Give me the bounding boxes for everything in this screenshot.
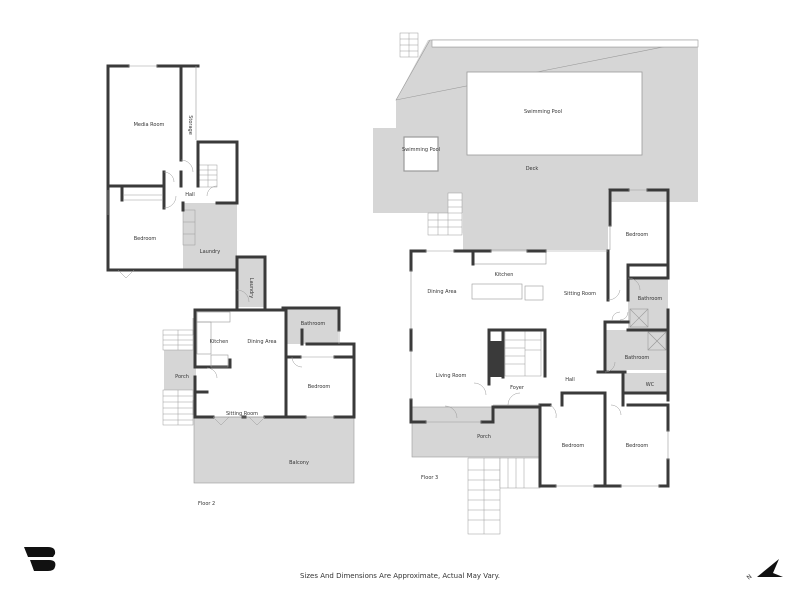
floor2-walls bbox=[106, 64, 356, 419]
laundry-upper-fill bbox=[183, 203, 237, 270]
central-stairs bbox=[504, 329, 542, 377]
laundry-lower-fill bbox=[237, 257, 265, 307]
label-bedroom-f2-lower: Bedroom bbox=[308, 384, 331, 390]
label-hall-f2: Hall bbox=[185, 192, 195, 198]
label-bedroom-ne: Bedroom bbox=[626, 232, 649, 238]
floor3-plan: Swimming Pool Swimming Pool Deck Bedroom… bbox=[373, 32, 699, 535]
hall-stairs bbox=[182, 164, 218, 246]
label-bathroom-1: Bathroom bbox=[638, 296, 663, 302]
label-kitchen-f2: Kitchen bbox=[210, 339, 229, 345]
label-swimming-pool-main: Swimming Pool bbox=[524, 109, 562, 115]
floor2-windows bbox=[107, 65, 340, 418]
porch-stairs-f3 bbox=[467, 457, 541, 535]
label-laundry-lower: Laundry bbox=[248, 278, 254, 298]
label-storage: Storage bbox=[187, 115, 193, 135]
swimming-pool-main bbox=[466, 71, 643, 156]
label-dining-area-f2: Dining Area bbox=[247, 339, 276, 345]
floor2-doors bbox=[117, 159, 303, 426]
label-swimming-pool-small: Swimming Pool bbox=[402, 147, 440, 153]
label-deck: Deck bbox=[526, 166, 539, 172]
porch-fill bbox=[164, 350, 196, 390]
label-dining-area-f3: Dining Area bbox=[427, 289, 456, 295]
label-kitchen-f3: Kitchen bbox=[495, 272, 514, 278]
label-bedroom-sw: Bedroom bbox=[562, 443, 585, 449]
floor2-label: Floor 2 bbox=[198, 501, 215, 507]
label-foyer: Foyer bbox=[510, 385, 525, 391]
deck-stairs-top bbox=[399, 32, 419, 58]
deck-lower-fill bbox=[463, 190, 608, 250]
label-bathroom-2: Bathroom bbox=[625, 355, 650, 361]
label-balcony: Balcony bbox=[289, 460, 309, 466]
label-bathroom-f2: Bathroom bbox=[301, 321, 326, 327]
floor3-doors bbox=[444, 277, 641, 419]
label-laundry-upper: Laundry bbox=[200, 249, 220, 255]
label-bedroom-f2-upper: Bedroom bbox=[134, 236, 157, 242]
balcony-fill bbox=[193, 416, 355, 484]
swimming-pool-small bbox=[403, 136, 439, 172]
floor3-label: Floor 3 bbox=[421, 475, 438, 481]
label-wc: WC bbox=[646, 382, 655, 388]
floor3-windows bbox=[410, 189, 669, 487]
floor2-plan: Media Room Storage Hall Bedroom Laundry … bbox=[106, 64, 356, 507]
label-bedroom-se: Bedroom bbox=[626, 443, 649, 449]
compass-label: N bbox=[746, 573, 754, 581]
bathroom-fill bbox=[286, 308, 338, 344]
deck-stairs-mid bbox=[427, 192, 463, 236]
label-porch-f3: Porch bbox=[477, 434, 491, 440]
label-hall-f3: Hall bbox=[565, 377, 575, 383]
porch-stairs bbox=[162, 329, 194, 426]
label-sitting-room-f2: Sitting Room bbox=[226, 411, 258, 417]
disclaimer-text: Sizes And Dimensions Are Approximate, Ac… bbox=[299, 572, 501, 580]
label-living-room: Living Room bbox=[436, 373, 467, 379]
wc-fill bbox=[623, 373, 668, 393]
label-sitting-room-f3: Sitting Room bbox=[564, 291, 596, 297]
label-porch-f2: Porch bbox=[175, 374, 189, 380]
stair-core-fill bbox=[489, 341, 503, 377]
floor3-walls bbox=[409, 188, 670, 488]
porch-f3-fill bbox=[411, 406, 541, 458]
label-media-room: Media Room bbox=[134, 122, 165, 128]
